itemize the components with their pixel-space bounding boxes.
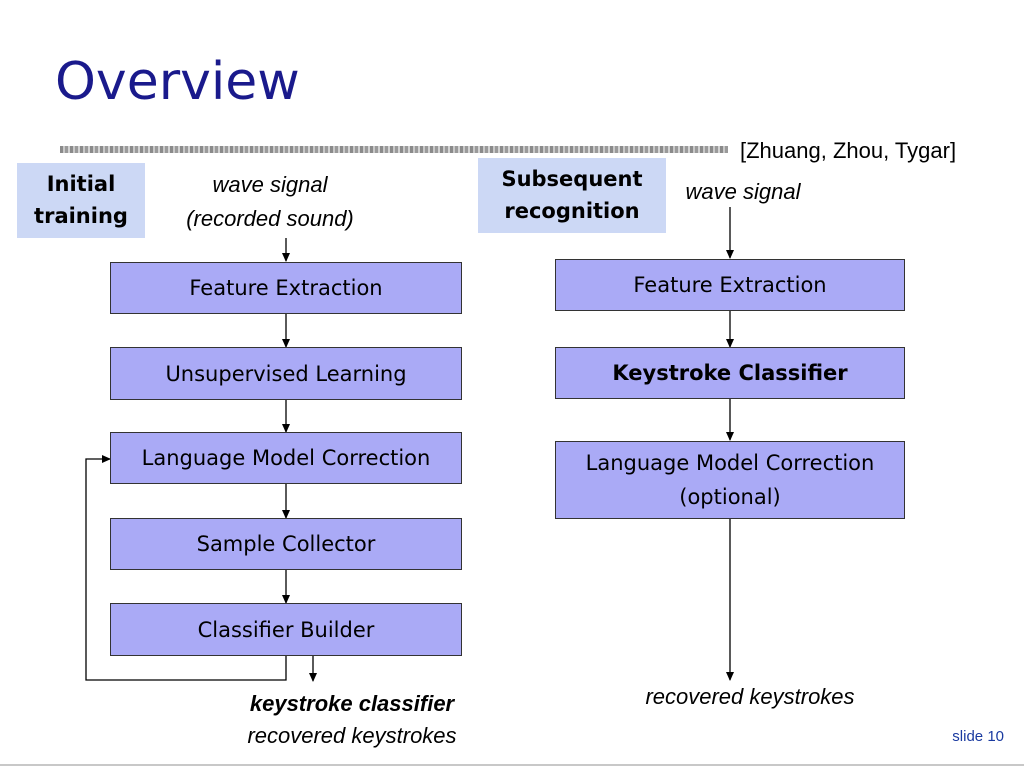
left-step-feature-extraction: Feature Extraction (110, 262, 462, 314)
step-label: Unsupervised Learning (165, 361, 407, 386)
subsequent-recognition-tag: Subsequent recognition (478, 158, 666, 233)
left-step-unsupervised-learning: Unsupervised Learning (110, 347, 462, 400)
step-label-optional: (optional) (679, 485, 781, 509)
left-input-label: wave signal (recorded sound) (170, 168, 370, 236)
citation: [Zhuang, Zhou, Tygar] (740, 138, 957, 163)
input-line: wave signal (685, 179, 801, 204)
tag-line: Subsequent (501, 167, 643, 191)
bottom-divider (0, 764, 1024, 766)
right-input-label: wave signal (668, 175, 818, 209)
output-line: recovered keystrokes (247, 723, 457, 748)
tag-line: recognition (504, 199, 640, 223)
step-label: Language Model Correction (141, 446, 431, 470)
initial-training-tag: Initial training (17, 163, 145, 238)
right-step-feature-extraction: Feature Extraction (555, 259, 905, 311)
right-step-language-model-correction: Language Model Correction (optional) (555, 441, 905, 519)
step-label: Language Model Correction (585, 451, 875, 475)
page-title: Overview (55, 52, 300, 112)
left-output-label: keystroke classifier recovered keystroke… (200, 688, 504, 752)
feedback-loop (85, 455, 287, 681)
step-label: Feature Extraction (189, 276, 383, 300)
input-line: (recorded sound) (186, 206, 354, 231)
step-label: Sample Collector (196, 532, 376, 556)
step-label: Keystroke Classifier (612, 361, 848, 385)
step-label: Feature Extraction (633, 273, 827, 297)
right-step-keystroke-classifier: Keystroke Classifier (555, 347, 905, 399)
left-step-sample-collector: Sample Collector (110, 518, 462, 570)
tag-line: Initial (46, 172, 116, 196)
output-line-bold: keystroke classifier (249, 691, 455, 716)
step-label: Classifier Builder (197, 617, 375, 642)
output-line: recovered keystrokes (645, 684, 855, 709)
input-line: wave signal (212, 172, 328, 197)
left-step-classifier-builder: Classifier Builder (110, 603, 462, 656)
tag-line: training (34, 204, 128, 228)
slide-number: slide 10 (952, 728, 1004, 745)
right-output-label: recovered keystrokes (615, 681, 885, 713)
left-step-language-model-correction: Language Model Correction (110, 432, 462, 484)
title-divider (60, 146, 728, 153)
